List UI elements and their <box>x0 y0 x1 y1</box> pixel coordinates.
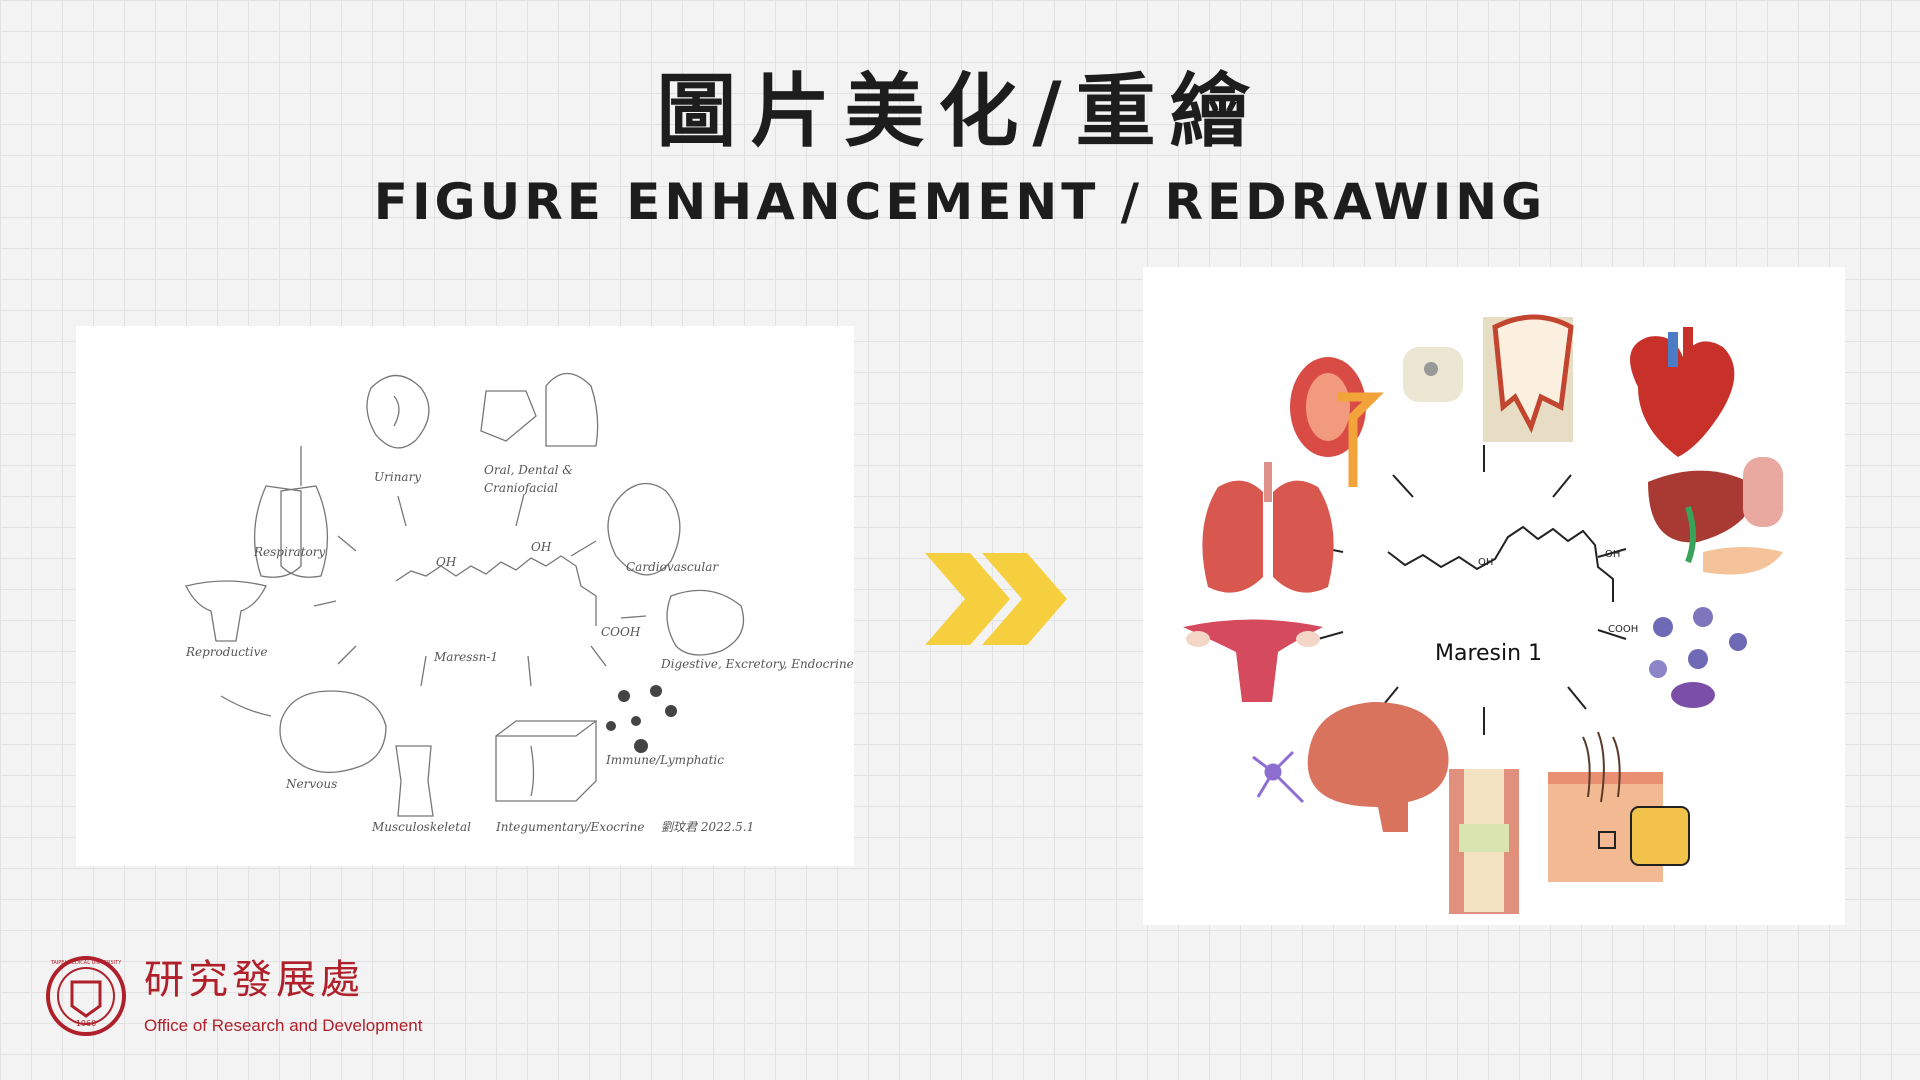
heart-icon <box>1630 327 1735 457</box>
sketch-oral-icon <box>480 390 537 442</box>
immune-cells-icon <box>1649 607 1747 708</box>
sketch-cooh: COOH <box>601 625 641 639</box>
redraw-center-label: Maresin 1 <box>1435 641 1542 666</box>
sketch-skin-icon <box>495 719 597 802</box>
university-logo: 1960 TAIPEI MEDICAL UNIVERSITY <box>46 956 126 1036</box>
redraw-oh-right: OH <box>1605 549 1620 560</box>
sketch-digestive-icon <box>666 589 745 656</box>
sketch-molecule-chain <box>395 555 597 626</box>
liver-icon <box>1648 457 1783 575</box>
sketch-label-cardiovascular: Cardiovascular <box>626 560 719 574</box>
sketch-label-craniofacial: Craniofacial <box>484 481 558 495</box>
sketch-signature: 劉玟君 2022.5.1 <box>661 820 754 834</box>
sketch-label-oral: Oral, Dental & <box>484 463 573 477</box>
redraw-panel: OH OH COOH Maresin 1 <box>1143 267 1845 925</box>
tooth-icon <box>1483 314 1574 442</box>
sketch-label-reproductive: Reproductive <box>185 645 267 659</box>
redraw-cooh: COOH <box>1608 624 1638 635</box>
sketch-label-respiratory: Respiratory <box>253 545 325 559</box>
org-name-zh: 研究發展處 <box>144 957 364 1003</box>
sketch-diagram: Urinary Oral, Dental & Craniofacial Resp… <box>185 372 854 834</box>
skin-icon <box>1548 731 1690 882</box>
sketch-lungs-icon <box>253 446 329 578</box>
uterus-icon <box>1183 619 1323 702</box>
sketch-label-immune: Immune/Lymphatic <box>605 753 724 767</box>
sketch-label-integumentary: Integumentary/Exocrine <box>495 820 644 834</box>
neuron-icon <box>1252 750 1305 804</box>
sketch-uterus-icon <box>185 580 267 642</box>
sketch-oh-2: OH <box>531 540 552 554</box>
sketch-panel: Urinary Oral, Dental & Craniofacial Resp… <box>76 326 854 866</box>
sketch-label-musculoskeletal: Musculoskeletal <box>371 820 471 834</box>
sketch-center-label: Maressn-1 <box>433 650 498 664</box>
maresin-molecule <box>1387 525 1614 602</box>
sketch-cell-icon <box>618 690 630 702</box>
page-title-zh: 圖片美化/重繪 <box>656 65 1264 158</box>
sketch-kidney-icon <box>366 374 430 449</box>
redraw-oh-left: OH <box>1478 557 1493 568</box>
sketch-heart-icon <box>607 482 681 576</box>
logo-year: 1960 <box>76 1019 96 1028</box>
lungs-icon <box>1202 462 1334 593</box>
skull-icon <box>1403 347 1463 402</box>
sketch-knee-icon <box>395 745 434 817</box>
sketch-label-urinary: Urinary <box>374 470 421 484</box>
knee-joint-icon <box>1449 769 1519 914</box>
brain-icon <box>1307 702 1449 832</box>
sketch-label-digestive: Digestive, Excretory, Endocrine <box>660 657 854 671</box>
page-title-en: FIGURE ENHANCEMENT / REDRAWING <box>373 173 1547 231</box>
sketch-brain-icon <box>279 690 387 774</box>
double-chevron-icon <box>925 553 1067 645</box>
sketch-label-nervous: Nervous <box>285 777 337 791</box>
kidney-icon <box>1290 357 1384 487</box>
redraw-diagram: OH OH COOH Maresin 1 <box>1183 314 1783 914</box>
sketch-oh-1: OH <box>436 555 457 569</box>
org-name-en: Office of Research and Development <box>144 1016 423 1035</box>
logo-ring-text: TAIPEI MEDICAL UNIVERSITY <box>50 960 123 966</box>
